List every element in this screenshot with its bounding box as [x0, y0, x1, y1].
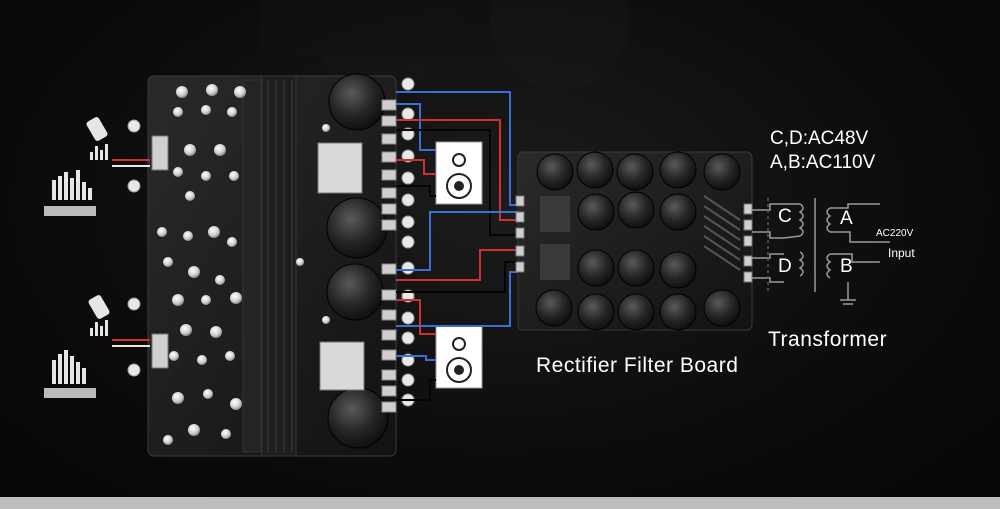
bottom-strip: [0, 497, 1000, 509]
rectifier-board: [515, 151, 753, 331]
transformer-coil-icon: [826, 207, 832, 279]
capacitor-icon: [535, 151, 741, 331]
power-wires: [396, 91, 520, 327]
amplifier-board: [127, 73, 415, 457]
transformer-label: Transformer: [768, 328, 888, 351]
rectifier-board-label: Rectifier Filter Board: [536, 354, 739, 377]
mains-voltage-label: AC220V: [876, 228, 914, 239]
waveform-icon: [44, 144, 108, 398]
mains-input-label: Input: [888, 246, 915, 260]
voltage-ab-label: A,B:AC110V: [770, 152, 876, 173]
voltage-cd-label: C,D:AC48V: [770, 128, 869, 149]
winding-b-label: B: [840, 256, 853, 277]
winding-d-label: D: [778, 256, 792, 277]
speaker-wires: [396, 103, 436, 401]
winding-a-label: A: [840, 208, 853, 229]
transformer-schematic: [752, 198, 890, 305]
winding-c-label: C: [778, 206, 792, 227]
audio-input-icon: [86, 117, 110, 319]
background-decor: [260, 0, 630, 90]
input-wires: [112, 159, 150, 347]
speaker-icon: [435, 141, 483, 389]
